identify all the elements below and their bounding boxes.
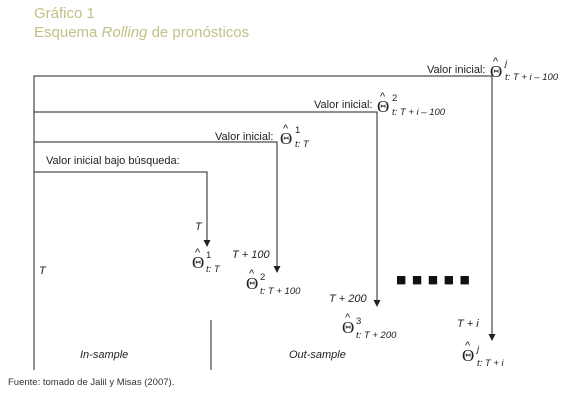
theta-superscript: 1 [206,250,211,261]
theta-hat: ^ [345,312,351,324]
theta-symbol: Θ [377,97,389,116]
theta-superscript: j [503,58,508,69]
arrow-label-T200: T + 200 [329,293,367,305]
theta-symbol: Θ [246,274,258,293]
search-label: Valor inicial bajo búsqueda: [46,155,180,167]
figure-label: Gráfico 1 [34,5,95,22]
theta-symbol: Θ [342,318,354,337]
theta-subscript: t: T + 200 [356,330,397,341]
forecast-estimate-1: Θ ^ 1 t: T [192,247,221,275]
theta-hat: ^ [283,123,289,135]
out-sample-label: Out-sample [289,349,346,361]
title-italic: Rolling [101,24,148,41]
theta-superscript: 1 [295,125,300,136]
theta-subscript: t: T + i [477,358,505,369]
ellipsis-dots: ■ ■ ■ ■ ■ [396,273,471,286]
theta-subscript: t: T [295,139,310,150]
arrow-label-T100: T + 100 [232,249,270,261]
window-line-search [34,171,211,247]
window-line-1 [34,141,281,273]
theta-hat: ^ [380,91,386,103]
window-line-j [33,75,496,370]
theta-hat: ^ [249,268,255,280]
theta-superscript: 2 [392,93,397,104]
theta-subscript: t: T + i – 100 [392,107,446,118]
theta-subscript: t: T + i – 100 [505,72,559,83]
theta-superscript: j [475,344,480,355]
top-estimate-1: Θ ^ 1 t: T [280,123,310,150]
theta-superscript: 2 [260,272,265,283]
theta-symbol: Θ [462,346,474,365]
title-suffix: de pronósticos [147,24,250,41]
figure-title: Esquema Rolling de pronósticos [34,24,249,41]
theta-subscript: t: T + 100 [260,286,301,297]
theta-subscript: t: T [206,264,221,275]
forecast-estimate-2: Θ ^ 2 t: T + 100 [246,268,301,297]
theta-hat: ^ [195,247,201,259]
in-sample-label: In-sample [80,349,128,361]
theta-symbol: Θ [490,62,502,81]
theta-hat: ^ [465,340,471,352]
theta-hat: ^ [493,56,499,68]
top-estimate-2: Θ ^ 2 t: T + i – 100 [377,91,446,118]
top-estimate-j: Θ ^ j t: T + i – 100 [490,56,559,83]
arrow-label-T: T [195,221,203,233]
forecast-estimate-j: Θ ^ j t: T + i [462,340,505,369]
top-label-j: Valor inicial: [427,64,486,76]
theta-symbol: Θ [192,253,204,272]
source-note: Fuente: tomado de Jalil y Misas (2007). [8,377,175,388]
theta-symbol: Θ [280,129,292,148]
theta-superscript: 3 [356,316,361,327]
top-label-1: Valor inicial: [215,131,274,143]
arrow-label-Ti: T + i [457,318,479,330]
title-prefix: Esquema [34,24,102,41]
window-line-2 [34,111,381,307]
left-label-T: T [39,265,47,277]
forecast-estimate-3: Θ ^ 3 t: T + 200 [342,312,397,341]
top-label-2: Valor inicial: [314,99,373,111]
